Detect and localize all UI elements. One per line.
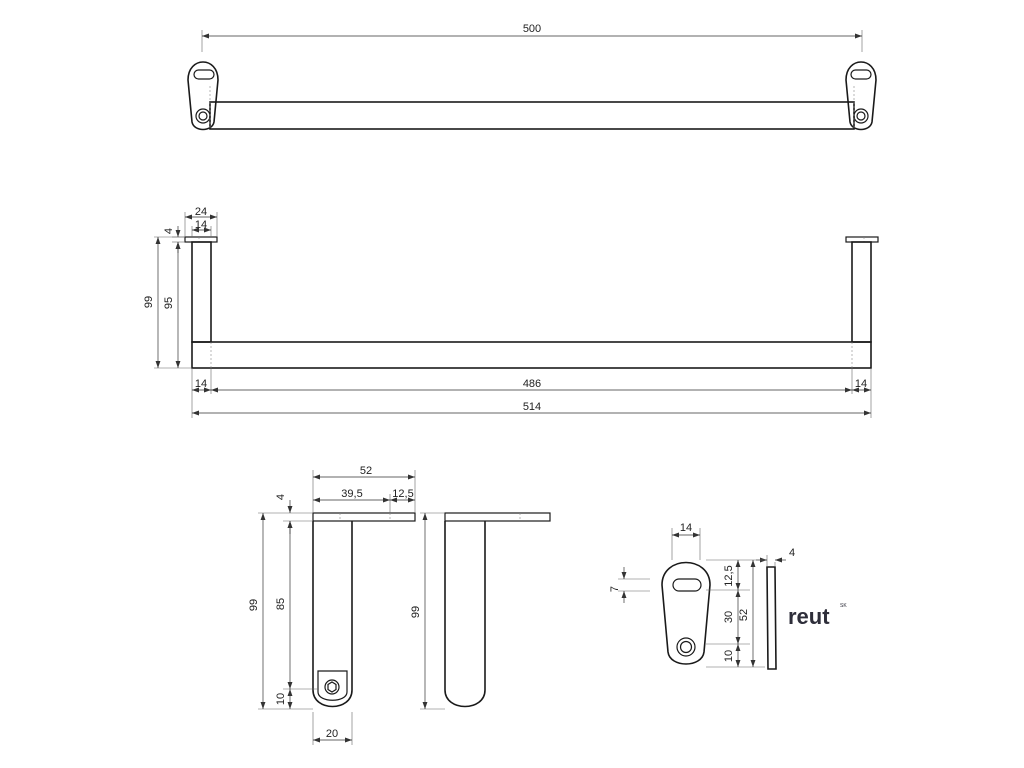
socket-hole	[324, 679, 340, 695]
dim-label-10-plate: 10	[723, 650, 735, 662]
plate-hole-outer	[676, 637, 696, 657]
dim-label-14-left: 14	[195, 378, 207, 390]
dim-label-4-front: 4	[163, 228, 175, 234]
hex-bolt-icon	[327, 681, 337, 693]
left-screw-inner	[198, 111, 208, 121]
rear-top-plate	[444, 512, 551, 522]
dim-label-514: 514	[523, 401, 541, 413]
dim-label-24: 24	[195, 206, 207, 218]
plate-hole-inner	[679, 640, 693, 654]
left-bracket-plate	[187, 61, 219, 131]
dim-label-52-bracket: 52	[360, 465, 372, 477]
dim-label-486: 486	[523, 378, 541, 390]
wall-plate	[661, 561, 711, 665]
dim-label-12-5-plate: 12,5	[723, 565, 735, 586]
left-screw-outer	[195, 108, 211, 124]
plate-detail: 14 7 4 12,5 30 10 52	[609, 522, 795, 670]
right-bracket-plate	[845, 61, 877, 131]
dim-label-99-rear: 99	[410, 606, 422, 618]
dim-label-14-top: 14	[195, 219, 207, 231]
left-arm	[191, 241, 212, 343]
dim-label-99-front: 99	[143, 296, 155, 308]
rear-arm	[444, 521, 486, 708]
bracket-socket	[317, 670, 348, 701]
dim-label-10-bracket: 10	[275, 693, 287, 705]
plate-profile	[766, 566, 777, 670]
dim-label-85: 85	[275, 598, 287, 610]
dim-label-12-5-bracket: 12,5	[392, 488, 413, 500]
brand-name: reut	[788, 604, 830, 629]
bracket-top-plate	[312, 512, 416, 522]
bracket-arm	[312, 521, 353, 708]
towel-bar-top	[209, 101, 855, 130]
top-view: 500	[187, 23, 877, 131]
dim-label-20: 20	[326, 728, 338, 740]
dim-label-99-bracket: 99	[248, 599, 260, 611]
right-screw-outer	[853, 108, 869, 124]
bracket-rear-view: 99	[410, 512, 551, 710]
right-slot	[850, 69, 872, 80]
dim-label-4-bracket: 4	[275, 494, 287, 500]
plate-slot	[672, 578, 702, 592]
towel-bar-front	[191, 341, 872, 369]
dim-label-14-right: 14	[855, 378, 867, 390]
brand-logo: reut SK	[788, 603, 847, 629]
brand-suffix: SK	[840, 603, 847, 609]
dim-label-14-plate: 14	[680, 522, 692, 534]
dim-label-7: 7	[609, 586, 621, 592]
dim-label-30: 30	[723, 611, 735, 623]
dim-label-95-front: 95	[163, 297, 175, 309]
dim-label-39-5: 39,5	[341, 488, 362, 500]
left-slot	[193, 69, 215, 80]
right-arm	[851, 241, 872, 343]
dim-label-4-plate: 4	[789, 547, 795, 559]
dim-label-500: 500	[523, 23, 541, 35]
front-view: 24 14 4 99 95 14 486 14 514	[143, 206, 879, 418]
dim-label-52-plate: 52	[738, 609, 750, 621]
right-screw-inner	[856, 111, 866, 121]
bracket-side-view: 52 39,5 12,5 4 99 85 10 20	[248, 465, 416, 745]
